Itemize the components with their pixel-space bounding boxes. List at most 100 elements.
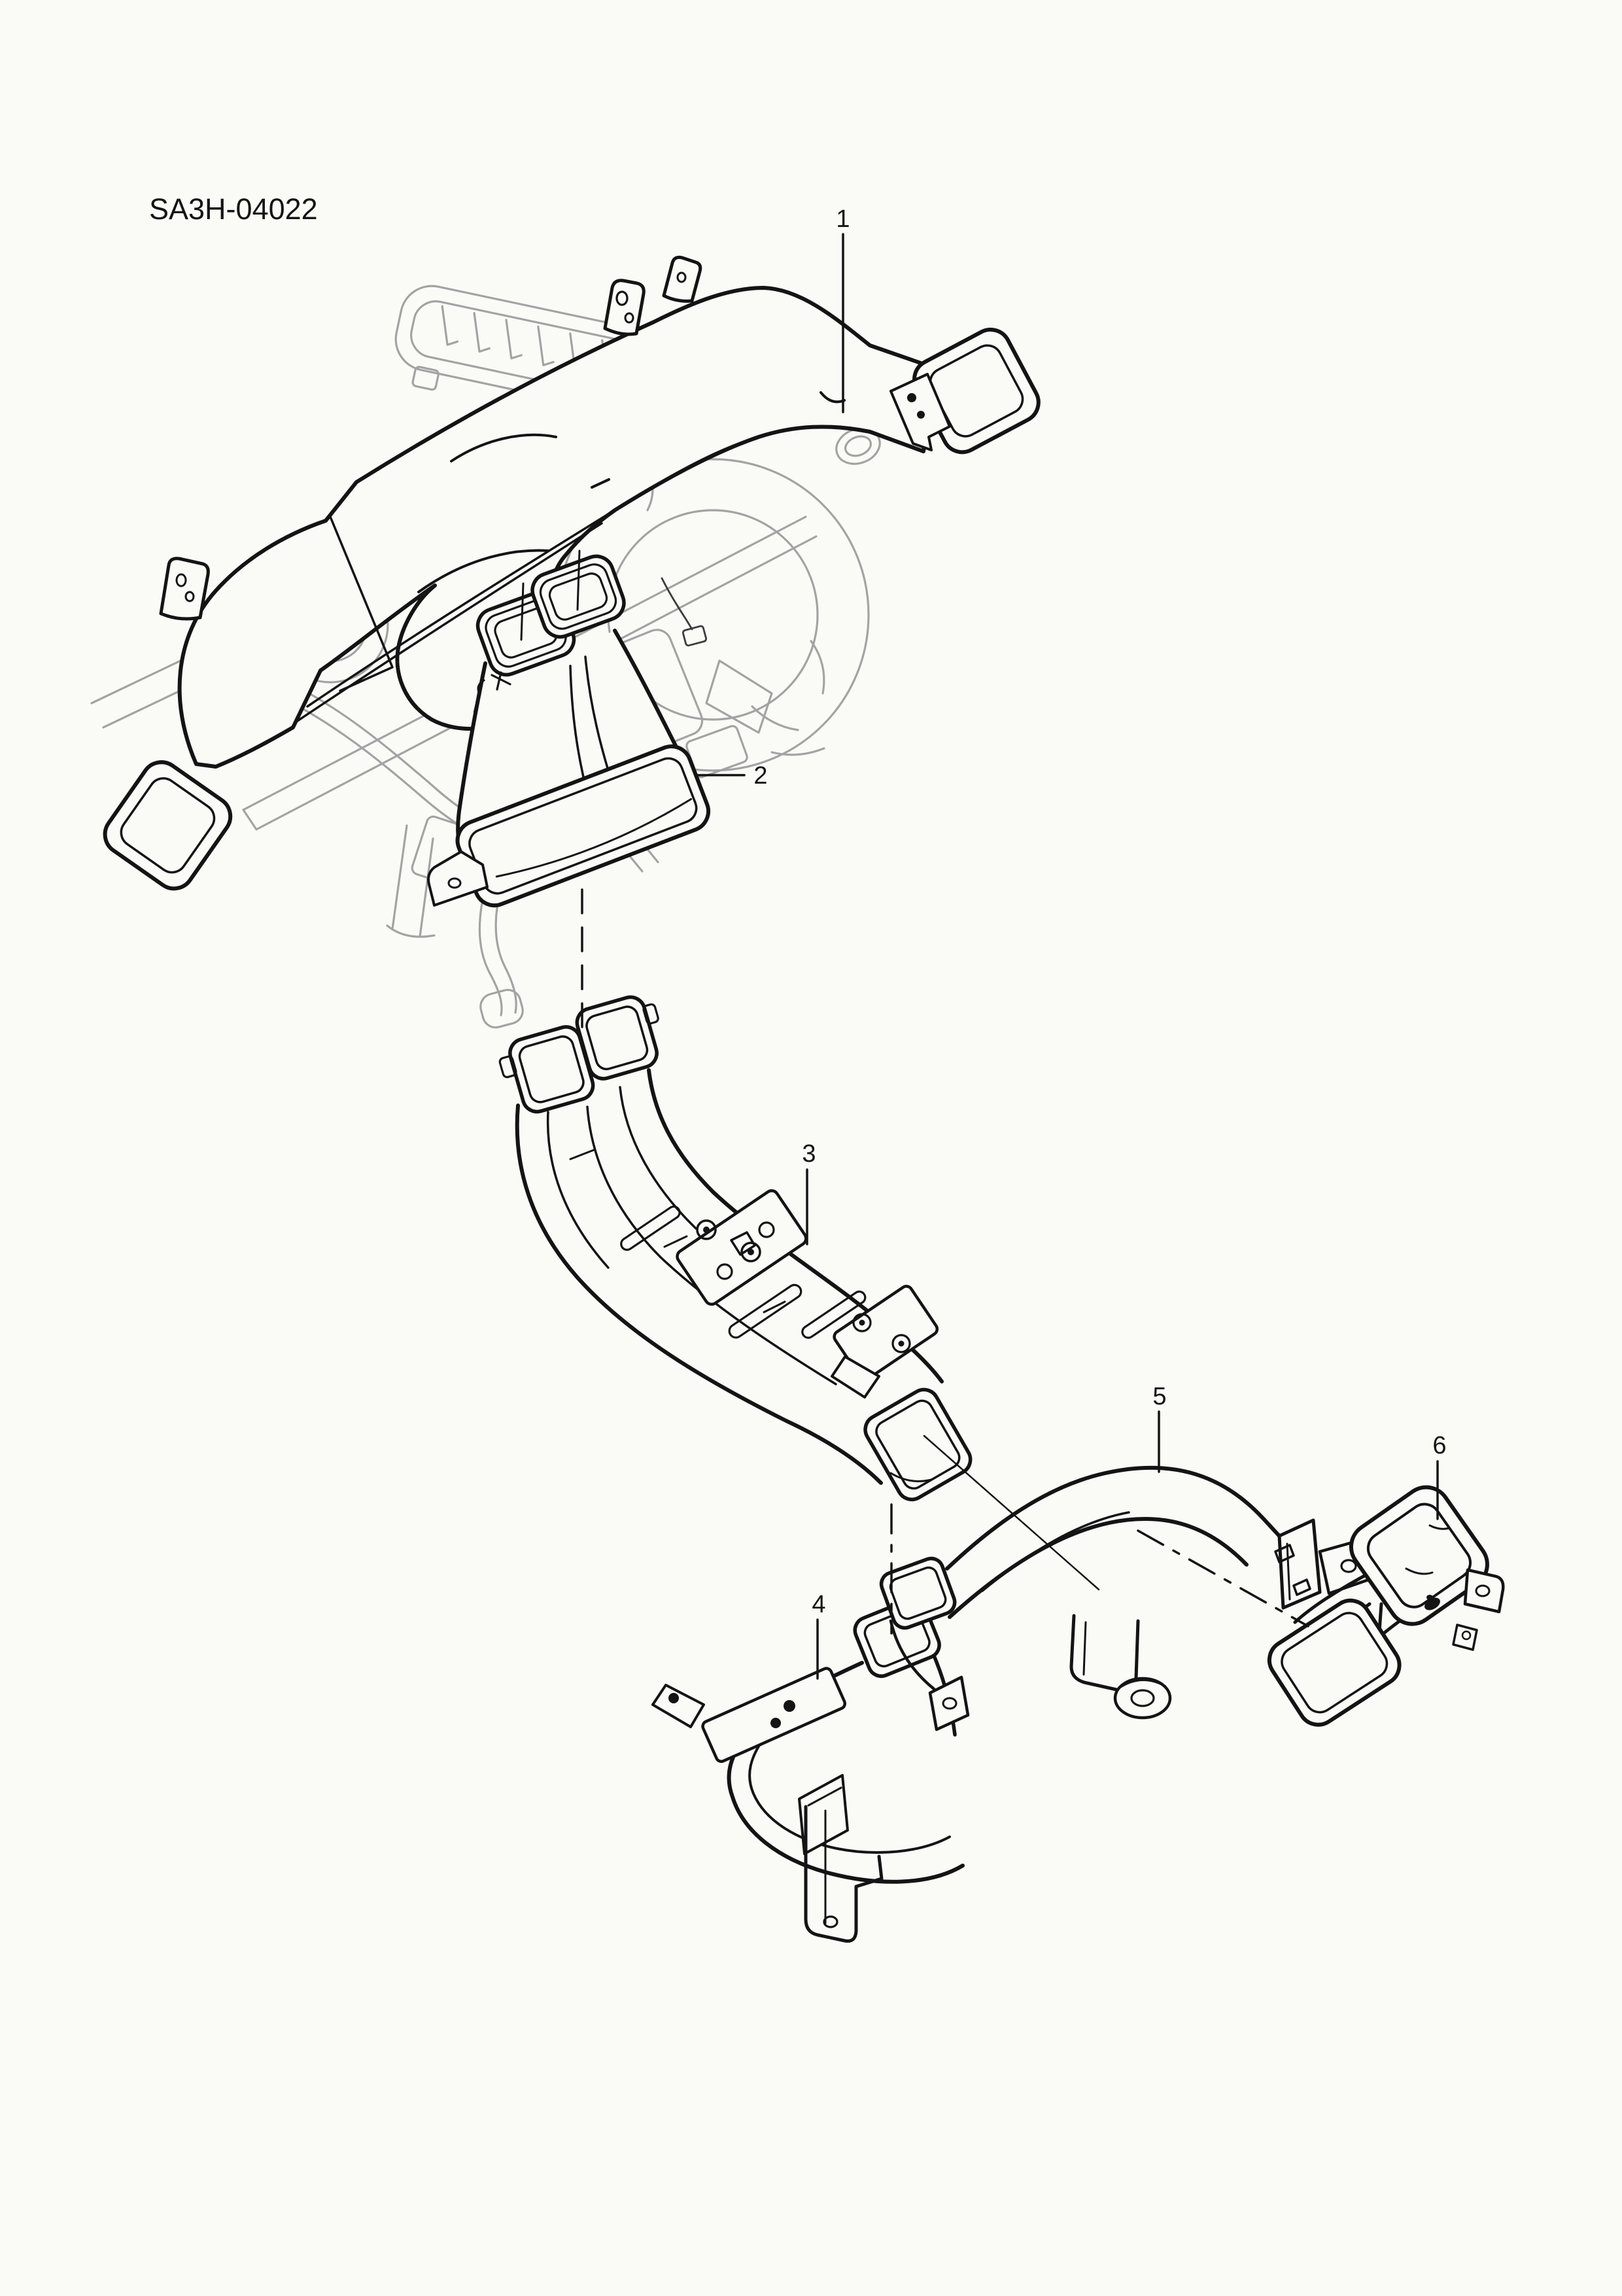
part-2-pins bbox=[520, 549, 581, 641]
part-1-inner-lines bbox=[296, 430, 780, 722]
part-6-clip bbox=[1452, 1624, 1478, 1651]
part-4-mount-bracket bbox=[701, 1667, 847, 1764]
drain-hose-end bbox=[479, 988, 524, 1029]
thin-alignment-line bbox=[923, 1435, 1100, 1591]
harness-wire bbox=[661, 577, 693, 631]
foot-inner bbox=[1281, 1612, 1389, 1714]
bracket-hole bbox=[447, 877, 462, 889]
clip-hole bbox=[1461, 1630, 1472, 1641]
part-3-right-collar bbox=[575, 995, 659, 1081]
harness-connector bbox=[682, 625, 708, 647]
part-4-end-plate bbox=[804, 1805, 884, 1943]
end-plate-hole bbox=[823, 1915, 838, 1928]
plate-screw bbox=[696, 1219, 717, 1240]
part-3 bbox=[498, 995, 973, 1502]
callout-2-label: 2 bbox=[753, 762, 767, 790]
callout-3-label: 3 bbox=[802, 1140, 816, 1168]
part-5-foot-bracket bbox=[928, 1675, 970, 1731]
collar-mid bbox=[539, 563, 617, 630]
collar-outer bbox=[575, 995, 659, 1081]
ring-inner bbox=[1366, 1503, 1472, 1609]
collar-inner bbox=[548, 572, 608, 621]
tab-hole bbox=[184, 591, 195, 602]
plate-screw bbox=[891, 1334, 911, 1353]
plate-screw-center bbox=[703, 1226, 710, 1233]
part-1-left-flange bbox=[103, 760, 233, 891]
part-1-right-tab bbox=[662, 255, 702, 303]
tab-hole bbox=[624, 312, 634, 324]
harness-loop-inner bbox=[844, 435, 872, 457]
part-6-ring-marks bbox=[1405, 1524, 1451, 1575]
part-1-left-flange-outer bbox=[103, 760, 233, 891]
part-3-outlet-rim bbox=[863, 1387, 973, 1502]
part-1 bbox=[103, 255, 1041, 891]
part-4 bbox=[651, 1597, 965, 1943]
foot-outer bbox=[1267, 1598, 1402, 1727]
part-1-center-tab bbox=[603, 279, 646, 336]
plate-screw bbox=[740, 1242, 761, 1262]
part-5-top-edge bbox=[945, 1465, 1281, 1571]
part-5-foot-edge bbox=[889, 1619, 936, 1691]
plate-screw bbox=[758, 1221, 775, 1238]
flange-face-line bbox=[495, 798, 693, 878]
plate-tongue bbox=[831, 1355, 880, 1399]
part-3-slots bbox=[728, 1283, 867, 1339]
slot bbox=[728, 1283, 802, 1339]
part-5-pad-arc bbox=[1118, 1679, 1167, 1689]
part-5-under-outlet-line bbox=[1082, 1621, 1087, 1676]
tab-hole bbox=[615, 290, 629, 306]
part-5 bbox=[879, 1465, 1376, 1731]
part-4-opening-line bbox=[807, 1786, 842, 1807]
part-6-inlet-ring bbox=[1349, 1485, 1489, 1626]
bracket-screw bbox=[784, 1700, 795, 1712]
callout-leaders bbox=[694, 233, 1439, 1680]
part-4-opening bbox=[798, 1774, 849, 1855]
plate-screw bbox=[716, 1263, 733, 1280]
part-3-outlet-face-line bbox=[889, 1472, 933, 1482]
part-6-side-tab bbox=[1463, 1568, 1505, 1614]
collar-inner bbox=[585, 1005, 649, 1071]
part-5-inlet-collar bbox=[879, 1556, 957, 1630]
plate-screw-center bbox=[859, 1319, 865, 1326]
part-4-bracket-arm bbox=[651, 1684, 705, 1728]
slot bbox=[801, 1290, 867, 1339]
tab-hole bbox=[175, 573, 187, 587]
ring-outer bbox=[1349, 1485, 1489, 1626]
bracket-hole bbox=[942, 1697, 958, 1710]
part-6 bbox=[1267, 1485, 1505, 1727]
grille-tab bbox=[411, 366, 440, 391]
part-2 bbox=[427, 549, 710, 908]
outlet-inner bbox=[875, 1399, 961, 1490]
callout-6-label: 6 bbox=[1432, 1432, 1446, 1459]
part-1-left-tab bbox=[159, 557, 210, 621]
part-6-grommet bbox=[1424, 1597, 1440, 1610]
part-1-plate-fold bbox=[329, 515, 394, 692]
bracket-hole bbox=[1340, 1559, 1357, 1573]
alignment-lines bbox=[581, 888, 1309, 1635]
part-1-left-flange-inner bbox=[120, 777, 216, 874]
part-5-pad-inner bbox=[1130, 1689, 1155, 1707]
part-5-pad bbox=[1113, 1677, 1172, 1720]
part-6-foot bbox=[1267, 1598, 1402, 1727]
collar-tab bbox=[642, 1003, 659, 1025]
collar-inner bbox=[518, 1035, 585, 1104]
dash-line-part5-part6 bbox=[1137, 1529, 1309, 1627]
plate-hook bbox=[730, 1231, 756, 1256]
tab-hole bbox=[1475, 1584, 1491, 1597]
part-2-clip bbox=[477, 671, 511, 696]
slot bbox=[620, 1205, 681, 1251]
part-5-inner-arc bbox=[981, 1511, 1130, 1592]
plate-screw-center bbox=[748, 1249, 754, 1255]
callout-5-label: 5 bbox=[1152, 1383, 1166, 1410]
plate-screw-center bbox=[898, 1340, 905, 1347]
part-5-clips bbox=[1274, 1544, 1311, 1596]
bracket-screw bbox=[770, 1718, 781, 1728]
heater-legs bbox=[386, 824, 436, 938]
part-4-inner-u bbox=[748, 1733, 951, 1854]
callout-1-label: 1 bbox=[836, 205, 850, 233]
bracket-screw bbox=[907, 393, 916, 402]
callout-4-label: 4 bbox=[812, 1591, 825, 1618]
tab-hole bbox=[676, 271, 687, 283]
